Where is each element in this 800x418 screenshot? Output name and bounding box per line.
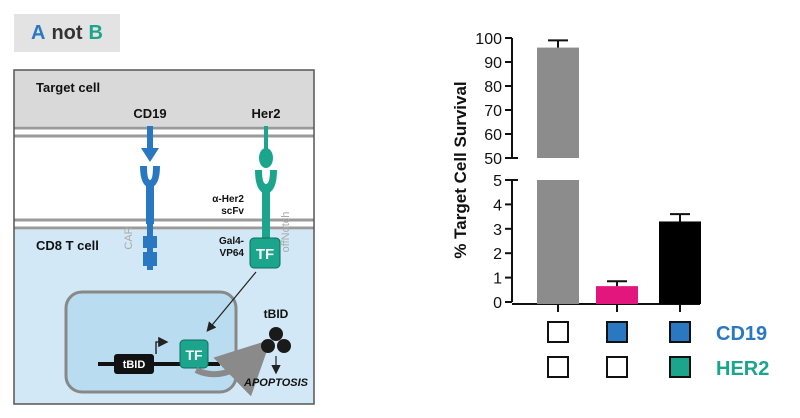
badge-not: not [51, 21, 83, 44]
diagram-border [13, 69, 315, 405]
tbid-gene-box [114, 354, 154, 374]
scfv-label-line2: scFv [221, 206, 244, 217]
y-tick-label-lower: 5 [493, 173, 502, 190]
badge-b: B [88, 21, 103, 44]
tf-translocation-arrow [206, 271, 257, 332]
y-tick-label-lower: 4 [493, 197, 502, 214]
bar [659, 221, 701, 304]
car-intracellular [147, 224, 153, 270]
tbid-protein-label: tBID [264, 307, 289, 321]
a-not-b-badge: A not B [14, 14, 120, 52]
notch-core [262, 192, 270, 238]
her2-condition-box [606, 356, 628, 378]
her2-antigen-head [259, 148, 273, 168]
tf-nucleus-label: TF [185, 347, 203, 363]
cd8-tcell-label: CD8 T cell [36, 238, 99, 253]
tf-receptor-label: TF [256, 246, 274, 263]
cd19-antigen-head [141, 148, 159, 162]
y-tick-label-lower: 3 [493, 222, 502, 239]
tbid-gene-label: tBID [123, 359, 146, 371]
y-tick-label-upper: 50 [484, 151, 502, 168]
cd19-antigen-label: CD19 [133, 106, 166, 121]
scfv-label-line1: α-Her2 [212, 194, 244, 205]
cd19-condition-box [547, 321, 569, 343]
her2-condition-box [669, 356, 691, 378]
y-tick-label-upper: 60 [484, 127, 502, 144]
target-cell-label: Target cell [36, 80, 100, 95]
gal4-label-line2: VP64 [220, 248, 245, 259]
offnotch-label: offNotch [280, 212, 292, 253]
y-tick-label-lower: 2 [493, 246, 502, 263]
tf-nucleus-box [179, 339, 209, 369]
y-tick-label-lower: 0 [493, 295, 502, 312]
y-tick-label-upper: 70 [484, 103, 502, 120]
car-transmembrane [146, 186, 154, 224]
y-tick-label-upper: 80 [484, 79, 502, 96]
apoptosis-label: APOPTOSIS [243, 377, 309, 389]
scfv-binding-domain [255, 170, 277, 194]
cd19-condition-box [669, 321, 691, 343]
expression-arrow [194, 339, 271, 397]
gal4-label-line1: Gal4- [219, 236, 244, 247]
y-axis-label: % Target Cell Survival [451, 81, 470, 258]
her2-antigen-label: Her2 [252, 106, 281, 121]
cd19-condition-box [606, 321, 628, 343]
tbid-protein-dot-1 [269, 327, 283, 341]
cd19-row-label: CD19 [716, 323, 767, 345]
transcription-start-arrow [155, 336, 169, 354]
target-cell-region [14, 70, 314, 126]
car-label: CAR [123, 226, 135, 249]
y-tick-label-upper: 90 [484, 55, 502, 72]
tbid-protein-dot-2 [261, 339, 275, 353]
schematic-diagram: Target cell CD8 T cell CD19 CAR Her2 [13, 69, 315, 405]
car-binding-domain [140, 166, 160, 188]
her2-row-label: HER2 [716, 358, 769, 380]
y-tick-label-lower: 1 [493, 271, 502, 288]
bar-upper-segment [537, 47, 579, 158]
bar-lower-segment [537, 180, 579, 304]
y-tick-label-upper: 100 [475, 31, 502, 48]
her2-condition-box [547, 356, 569, 378]
survival-bar-chart: % Target Cell Survival 50 60 70 80 90 100 0 1 2 3… [451, 31, 769, 380]
badge-a: A [31, 21, 46, 44]
bar [596, 286, 638, 304]
tf-receptor-box [249, 237, 281, 269]
tbid-protein-dot-3 [277, 339, 291, 353]
